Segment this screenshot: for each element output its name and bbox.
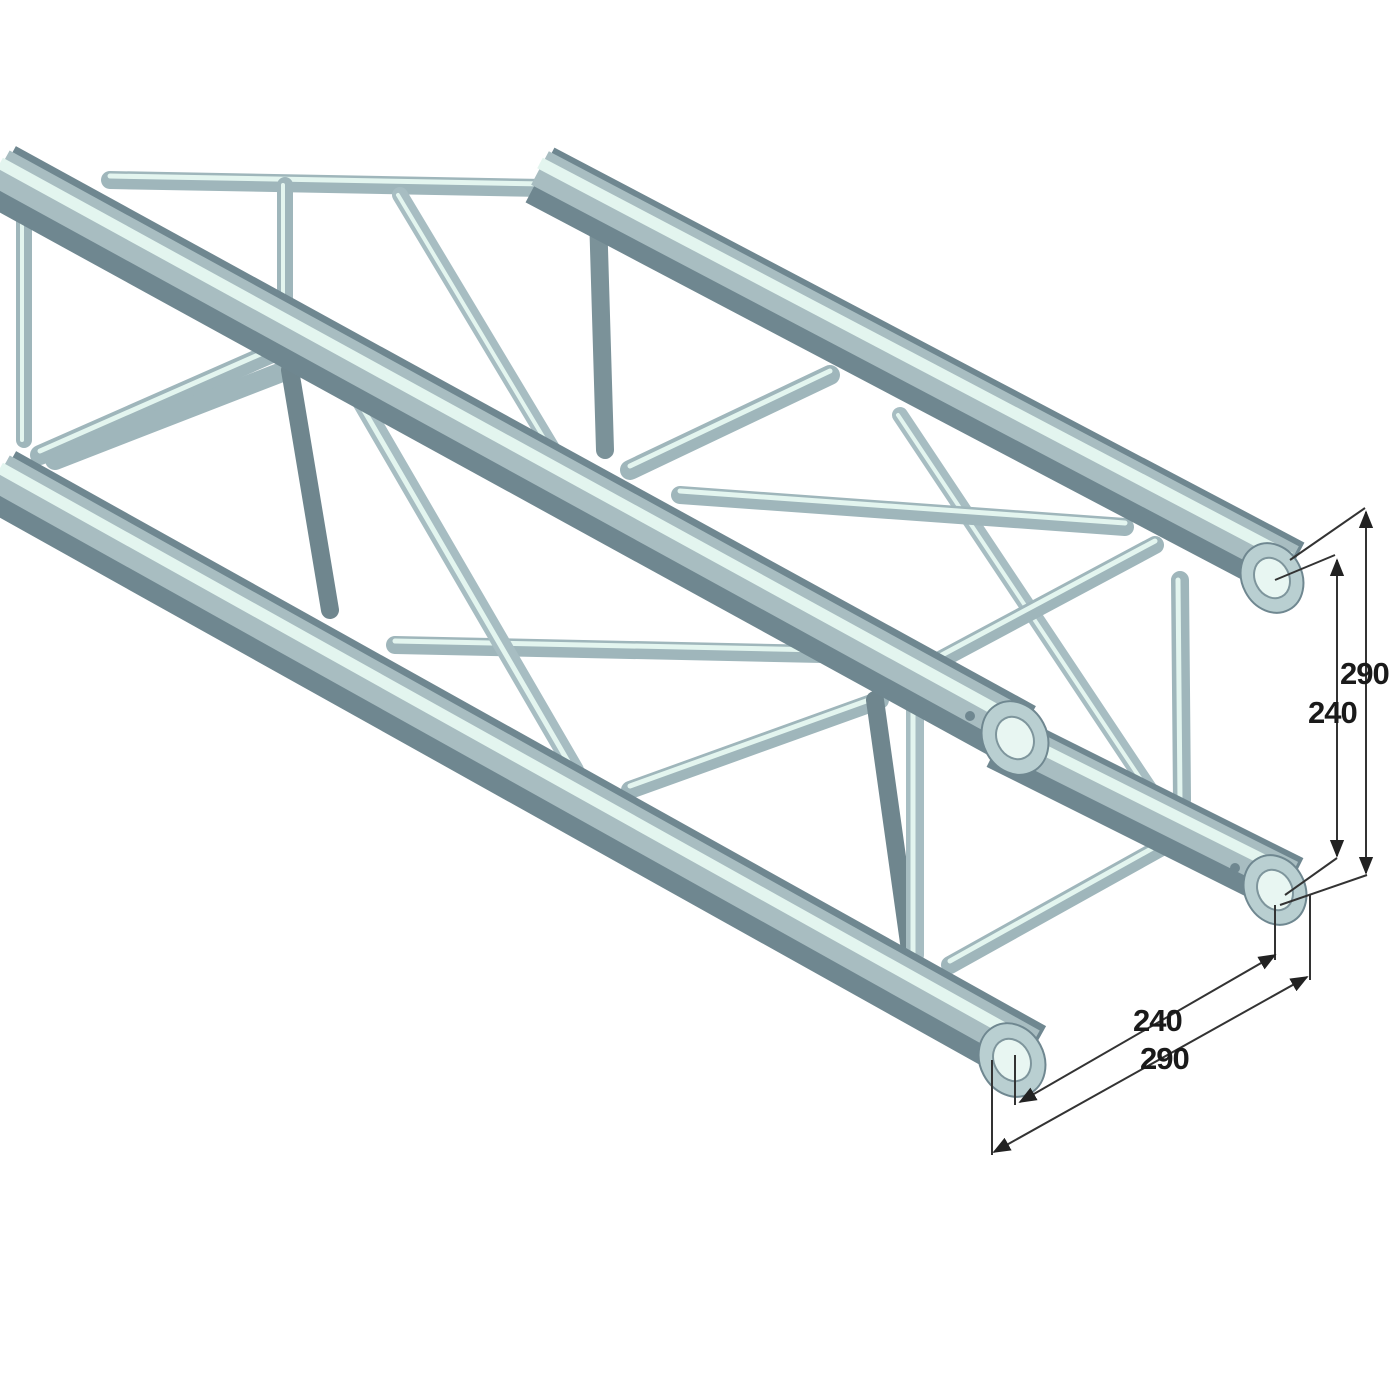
chord-top-back [525, 147, 1305, 598]
dimension-label-vertical-inner: 240 [1308, 695, 1358, 730]
brace-group-back [16, 171, 1191, 974]
dim-line-horizontal-290 [992, 976, 1309, 1153]
dimension-label-horizontal-inner: 240 [1133, 1003, 1183, 1038]
connector-end-top-back [1239, 542, 1305, 614]
chord-bottom-front [0, 451, 1047, 1084]
brace [101, 171, 554, 197]
connector-end-bottom-back [1230, 854, 1308, 926]
dimension-label-vertical-outer: 290 [1340, 656, 1390, 691]
chord-top-front [0, 146, 1036, 764]
connector-end-mid-front [965, 700, 1050, 776]
dimension-lines [991, 507, 1374, 1155]
dimension-label-horizontal-outer: 290 [1140, 1041, 1190, 1076]
